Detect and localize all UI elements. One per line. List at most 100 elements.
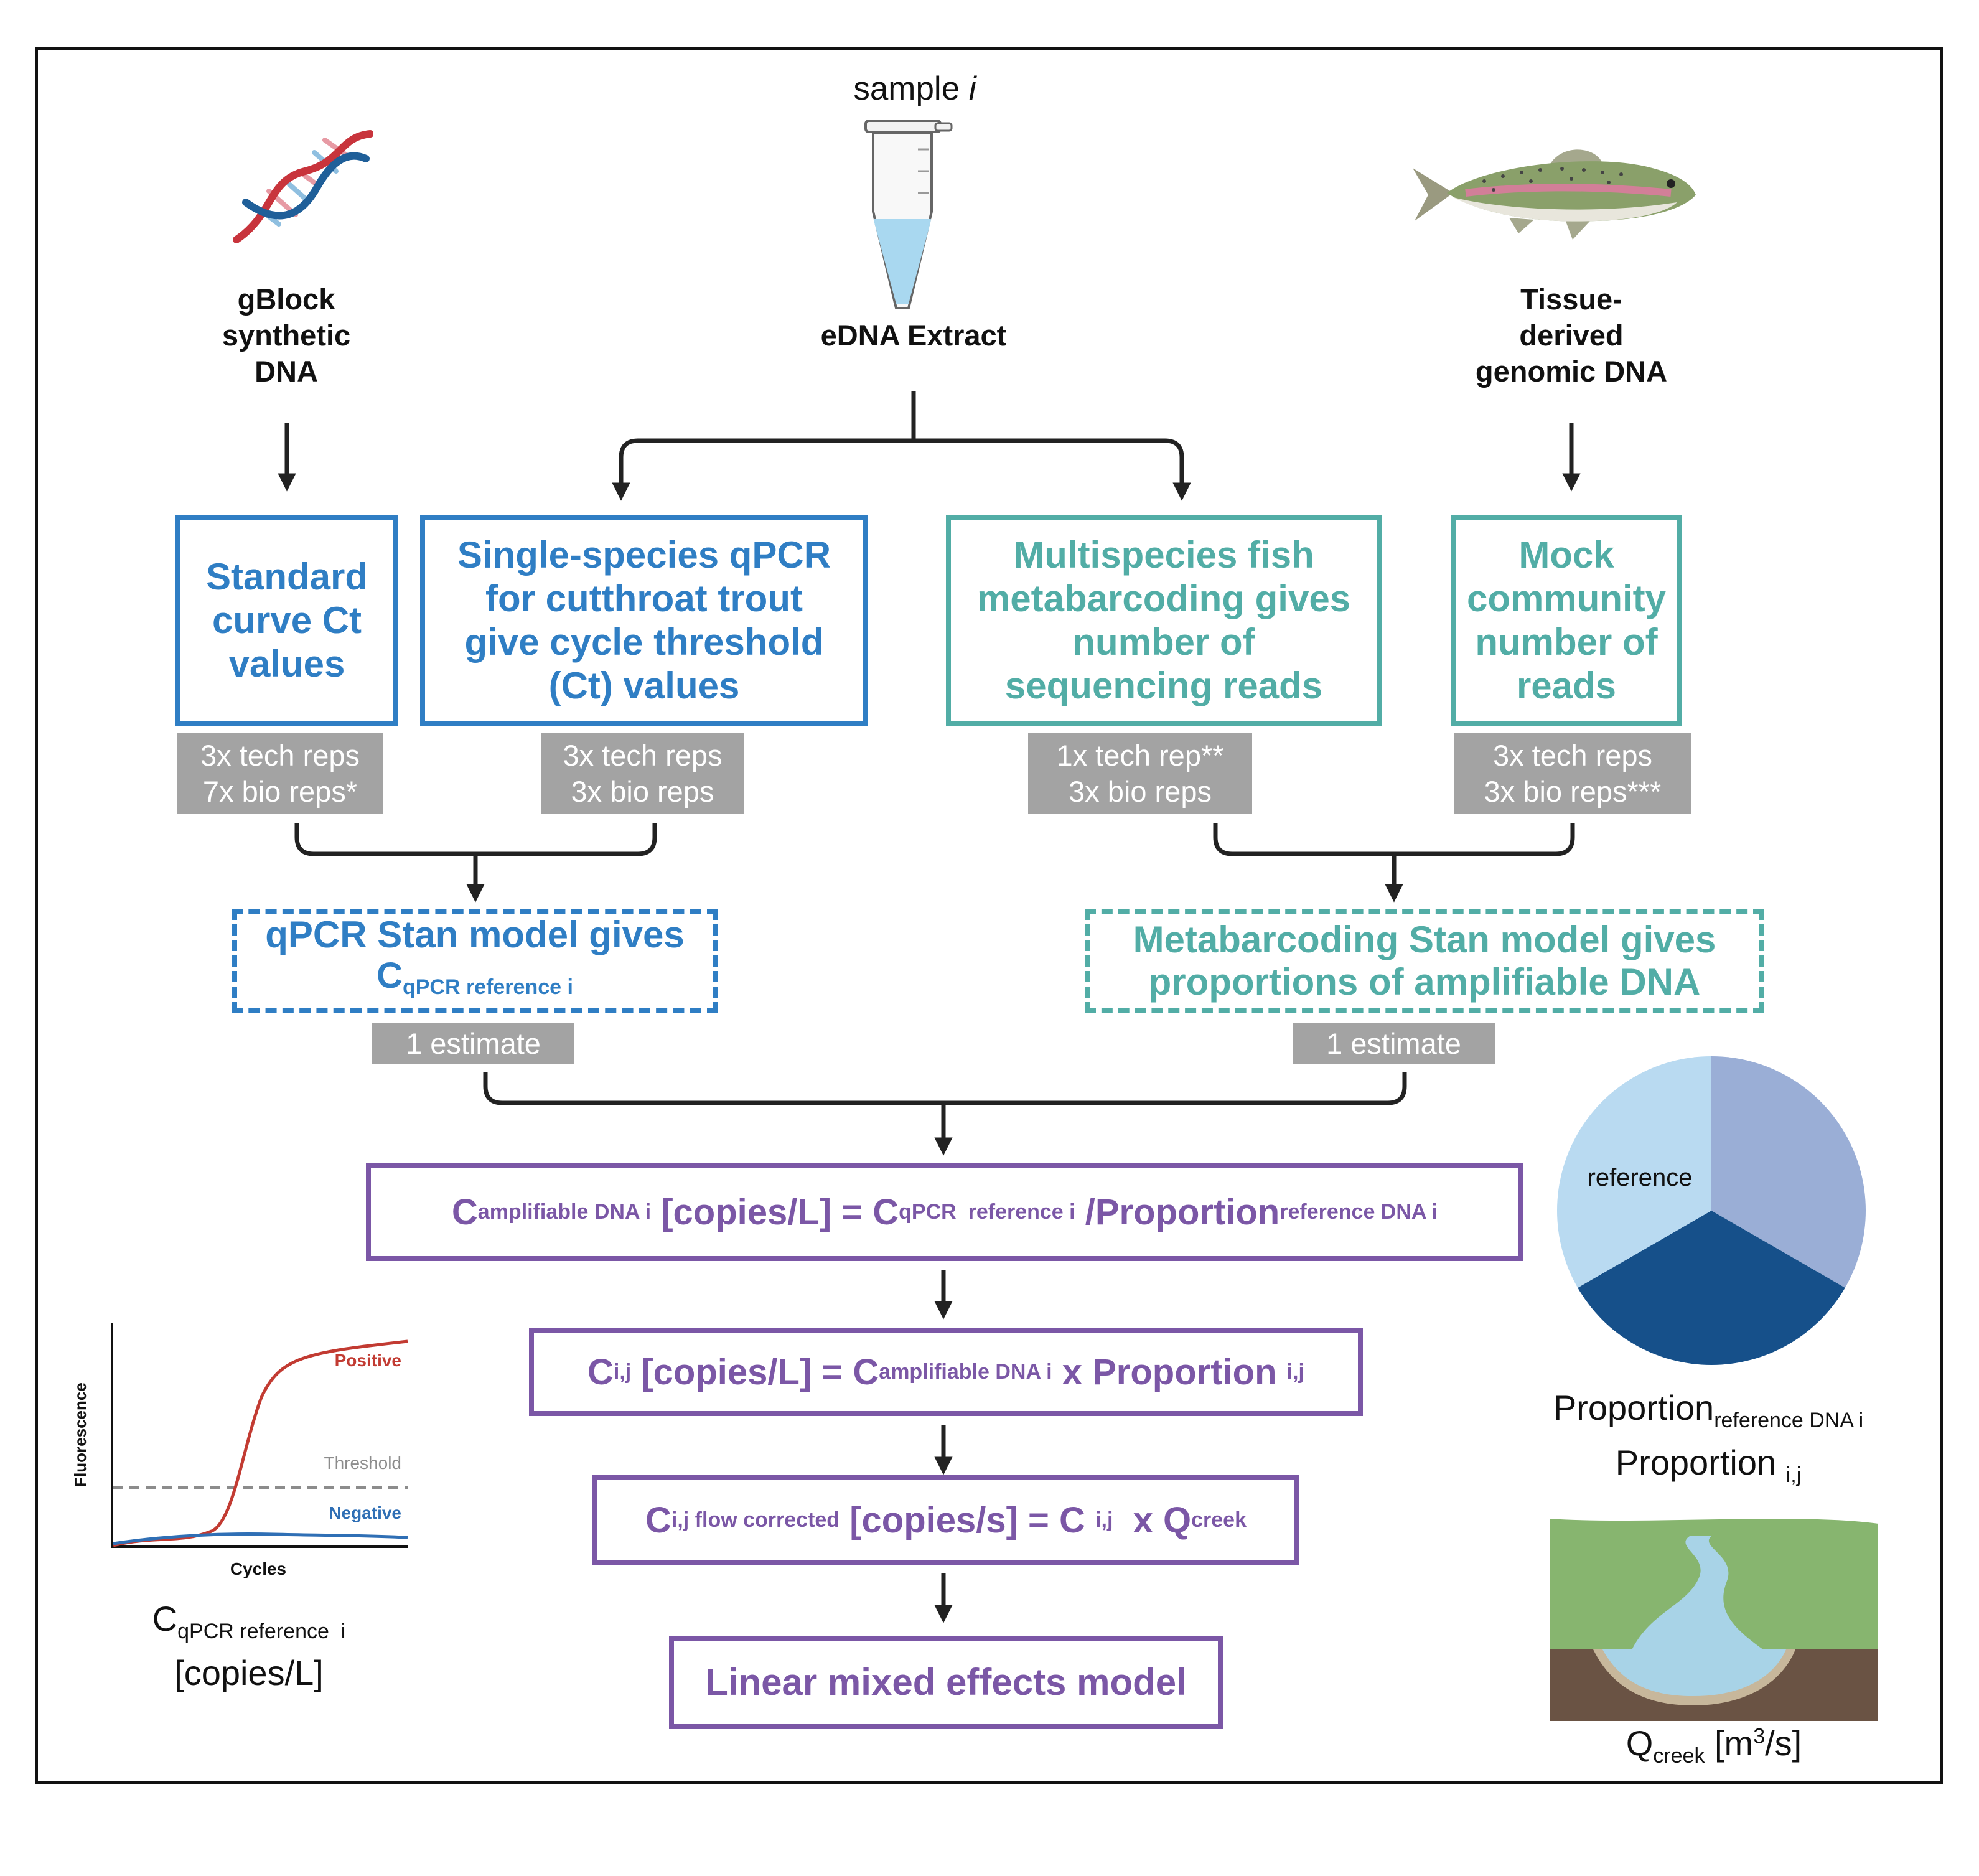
eq3-c2-sub: i,j (1095, 1508, 1113, 1532)
pie-caption1-main: Proportion (1553, 1388, 1715, 1427)
tissue-label-line1: Tissue- (1520, 283, 1622, 316)
eq2-p-sub: i,j (1286, 1359, 1304, 1384)
pie-slice-2 (1578, 1211, 1845, 1365)
eq3-mid1: [copies/s] = C (840, 1500, 1096, 1541)
plot-xlabel: Cycles (230, 1559, 286, 1578)
eq1-mid1: [copies/L] = (651, 1191, 873, 1232)
eq1-c2: C (873, 1191, 899, 1232)
multispecies-metabarcoding-box: Multispecies fish metabarcoding gives nu… (946, 515, 1382, 726)
standard-curve-box: Standard curve Ct values (175, 515, 398, 726)
qpcr-caption-C: C (152, 1599, 178, 1638)
qpcr-stan-model-box: qPCR Stan model gives CqPCR reference i (232, 909, 718, 1013)
qpcr-model-title: qPCR Stan model gives (265, 914, 685, 955)
pie-caption2-sub: i,j (1785, 1463, 1802, 1488)
reps-bio: 3x bio reps (571, 775, 714, 808)
sample-index: i (968, 70, 976, 107)
pie-slice-reference (1557, 1056, 1711, 1288)
dna-helix-icon (233, 130, 373, 243)
edna-split-connector (619, 391, 1184, 485)
reps-tag-multispecies: 1x tech rep** 3x bio reps (1028, 733, 1252, 814)
pie-label-reference: reference (1588, 1164, 1693, 1191)
eq2-mid1: [copies/L] = (631, 1351, 853, 1392)
trout-icon (1413, 149, 1696, 240)
reps-tech: 3x tech reps (200, 739, 360, 772)
reps-tech: 1x tech rep** (1056, 739, 1224, 772)
eq1-mid2: /Proportion (1075, 1191, 1280, 1232)
sample-label: sample i (778, 70, 1052, 108)
reps-bio: 3x bio reps*** (1484, 775, 1662, 808)
negative-curve (113, 1532, 408, 1545)
eq2-c1-sub: i,j (613, 1359, 632, 1384)
sample-label-text: sample (853, 70, 969, 107)
pie-caption-line1: Proportionreference DNA i (1506, 1387, 1911, 1442)
eq3-q-sub: creek (1191, 1508, 1247, 1532)
figure-frame (35, 47, 1943, 1784)
mock-community-box: Mock community number of reads (1451, 515, 1682, 726)
pie-slices (1557, 1056, 1866, 1365)
edna-label: eDNA Extract (820, 319, 1007, 352)
single-species-qpcr-box: Single-species qPCR for cutthroat trout … (420, 515, 868, 726)
pie-caption2-main: Proportion (1615, 1443, 1786, 1483)
eq3-c1-sub: i,j flow corrected (671, 1508, 840, 1532)
estimate-tag-metabarcoding: 1 estimate (1293, 1023, 1495, 1064)
plot-ylabel: Fluorescence (71, 1382, 90, 1487)
negative-label: Negative (329, 1503, 401, 1522)
qpcr-model-sub: qPCR reference i (402, 975, 573, 999)
meta-model-title: Metabarcoding Stan model gives (1133, 919, 1716, 960)
qpcr-plot-caption: CqPCR reference i [copies/L] (75, 1598, 423, 1693)
creek-units-pre: [m (1705, 1724, 1754, 1763)
qpcr-model-output: CqPCR reference i (377, 955, 573, 1008)
eq1-p-sub: reference DNA i (1280, 1199, 1438, 1224)
reps-tag-mock: 3x tech reps 3x bio reps*** (1454, 733, 1691, 814)
tissue-label-line2: derived (1519, 319, 1624, 352)
proportion-pie-chart: reference (1557, 1056, 1866, 1365)
eq2-mid2: x Proportion (1052, 1351, 1287, 1392)
creek-illustration-icon (1550, 1519, 1878, 1721)
eq2-c1: C (587, 1351, 614, 1392)
eq1-c1-sub: amplifiable DNA i (477, 1199, 652, 1224)
final-model-box: Linear mixed effects model (669, 1636, 1223, 1729)
threshold-label: Threshold (324, 1453, 401, 1473)
gblock-label-line1: gBlock (237, 283, 335, 316)
reps-bio: 3x bio reps (1069, 775, 1212, 808)
reps-tag-standard-curve: 3x tech reps 7x bio reps* (177, 733, 383, 814)
estimate-merge-connector (483, 1072, 1407, 1105)
eq1-c2-sub: qPCR reference i (899, 1199, 1075, 1224)
eq2-c2-sub: amplifiable DNA i (879, 1359, 1052, 1384)
positive-label: Positive (335, 1351, 401, 1370)
creek-caption-sub: creek (1653, 1744, 1705, 1768)
tissue-label: Tissue- derived genomic DNA (1431, 281, 1711, 390)
creek-caption: Qcreek [m3/s] (1550, 1723, 1878, 1768)
estimate-tag-qpcr: 1 estimate (372, 1023, 574, 1064)
metabarcoding-stan-model-box: Metabarcoding Stan model gives proportio… (1085, 909, 1764, 1013)
qpcr-model-C: C (377, 955, 403, 996)
pie-caption: Proportionreference DNA i Proportion i,j (1506, 1387, 1911, 1496)
qpcr-merge-connector (294, 823, 657, 856)
pie-caption-line2: Proportion i,j (1506, 1442, 1911, 1496)
pie-caption1-sub: reference DNA i (1714, 1409, 1864, 1433)
eq2-c2: C (853, 1351, 879, 1392)
gblock-label-line2: synthetic (222, 319, 351, 352)
reps-tech: 3x tech reps (1492, 739, 1653, 772)
creek-caption-Q: Q (1626, 1724, 1654, 1763)
reps-tag-single-species: 3x tech reps 3x bio reps (541, 733, 744, 814)
eq1-c1: C (451, 1191, 478, 1232)
creek-units-post: /s] (1765, 1724, 1802, 1763)
eq3-mid2: x Q (1113, 1500, 1192, 1541)
tube-icon (864, 120, 953, 309)
gblock-label-line3: DNA (255, 355, 318, 388)
creek-units-sup: 3 (1753, 1724, 1766, 1748)
gblock-label: gBlock synthetic DNA (162, 281, 411, 390)
meta-merge-connector (1213, 823, 1575, 856)
tissue-label-line3: genomic DNA (1475, 355, 1668, 388)
positive-curve (113, 1339, 408, 1547)
pie-slice-1 (1711, 1056, 1866, 1288)
reps-tech: 3x tech reps (563, 739, 723, 772)
qpcr-amplification-plot: Positive Threshold Negative Fluorescence… (71, 1323, 408, 1578)
qpcr-caption-sub: qPCR reference i (177, 1620, 346, 1644)
meta-model-output: proportions of amplifiable DNA (1148, 961, 1701, 1003)
